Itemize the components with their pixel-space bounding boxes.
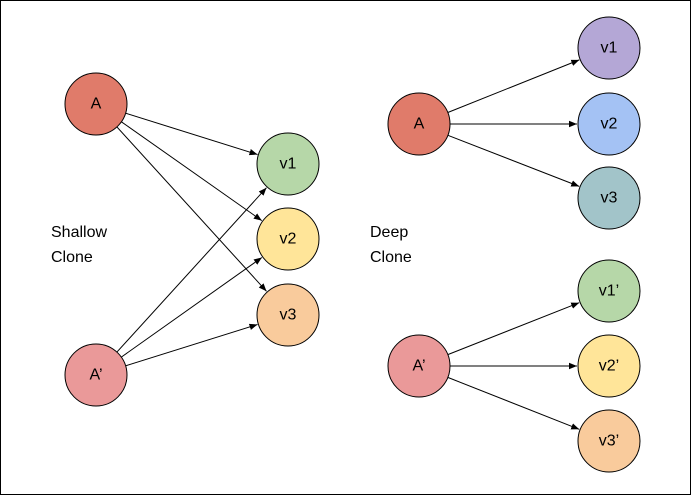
shallow-clone-caption: Shallow Clone (51, 224, 111, 266)
deep-node-v1-circle (577, 16, 641, 80)
node-a: A (64, 72, 128, 136)
node-a-prime-circle (64, 343, 128, 407)
deep-node-v2-prime-circle (577, 334, 641, 398)
deep-node-v2: v2 (577, 92, 641, 156)
shallow-edge-A-to-v2 (121, 121, 263, 222)
deep-caption-line-2: Clone (370, 249, 412, 266)
shallow-edge-Ap-to-v1 (116, 187, 267, 353)
deep-edge-dA-to-dv1 (447, 59, 580, 113)
deep-node-v1: v1 (577, 16, 641, 80)
deep-node-v3-prime-label: v3’ (599, 433, 619, 450)
deep-node-a-prime-label: A’ (412, 358, 425, 375)
deep-node-v3-prime: v3’ (577, 409, 641, 473)
deep-edge-dAp-to-dv1p (447, 302, 580, 356)
deep-node-v2-label: v2 (601, 116, 618, 133)
shallow-caption-line-1: Shallow (51, 224, 107, 241)
node-a-prime-label: A’ (89, 367, 102, 384)
deep-node-v3: v3 (577, 166, 641, 230)
deep-node-a-prime: A’ (387, 334, 451, 398)
shallow-caption-line-2: Clone (51, 249, 93, 266)
deep-node-v2-prime: v2’ (577, 334, 641, 398)
node-v1: v1 (256, 132, 320, 196)
node-v1-label: v1 (280, 156, 297, 173)
deep-node-v1-label: v1 (601, 40, 618, 57)
deep-node-v2-circle (577, 92, 641, 156)
node-a-prime: A’ (64, 343, 128, 407)
node-a-label: A (91, 96, 102, 113)
shallow-edge-A-to-v3 (116, 126, 267, 292)
node-v1-circle (256, 132, 320, 196)
deep-caption-line-1: Deep (370, 224, 408, 241)
node-v2-circle (256, 207, 320, 271)
node-a-circle (64, 72, 128, 136)
deep-edge-dAp-to-dv3p (447, 376, 580, 430)
shallow-edge-Ap-to-v2 (121, 257, 263, 358)
shallow-edge-Ap-to-v3 (125, 323, 258, 367)
node-v3-circle (256, 283, 320, 347)
deep-node-v1-prime-label: v1’ (599, 283, 619, 300)
deep-edge-dA-to-dv3 (447, 134, 580, 187)
node-v3: v3 (256, 283, 320, 347)
edges-layer (116, 59, 580, 430)
deep-clone-caption: Deep Clone (370, 224, 413, 266)
deep-node-a-circle (387, 92, 451, 156)
deep-node-a: A (387, 92, 451, 156)
deep-node-v3-prime-circle (577, 409, 641, 473)
deep-node-v3-label: v3 (601, 190, 618, 207)
node-v2: v2 (256, 207, 320, 271)
shallow-edge-A-to-v1 (125, 112, 258, 156)
deep-node-v2-prime-label: v2’ (599, 358, 619, 375)
deep-node-v3-circle (577, 166, 641, 230)
deep-node-a-prime-circle (387, 334, 451, 398)
node-v3-label: v3 (280, 307, 297, 324)
deep-node-v1-prime-circle (577, 259, 641, 323)
nodes-layer: A A’ v1 v2 v3 Av1 v2 v3A’ v1’ v2’ v3’ (64, 16, 641, 473)
deep-node-a-label: A (414, 116, 425, 133)
deep-node-v1-prime: v1’ (577, 259, 641, 323)
node-v2-label: v2 (280, 231, 297, 248)
